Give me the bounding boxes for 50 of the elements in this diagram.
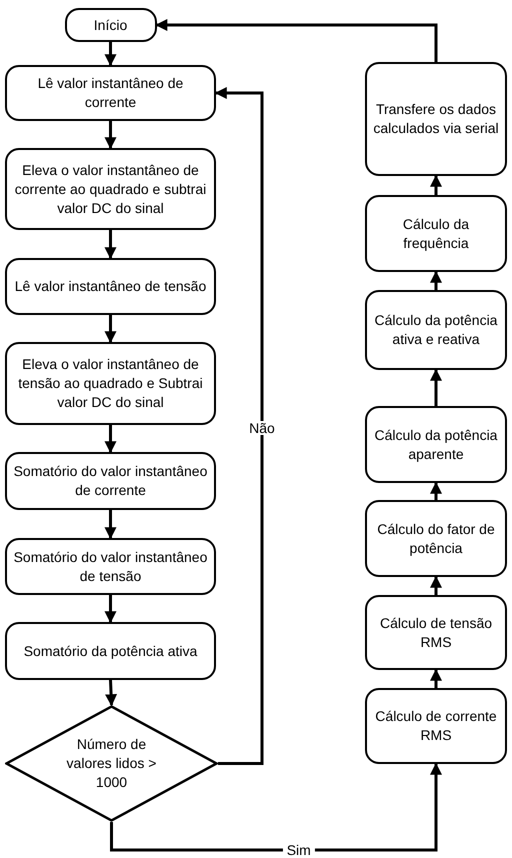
process-box — [5, 258, 216, 315]
arrow — [104, 42, 116, 66]
node-text: Somatório do valor instantâneo de corrente — [12, 462, 208, 500]
process-box — [5, 622, 216, 680]
node-text: Cálculo da frequência — [402, 214, 470, 252]
process-box — [365, 195, 507, 272]
process-box — [365, 406, 507, 483]
process-box — [5, 148, 216, 230]
arrow — [430, 482, 442, 500]
arrow — [105, 680, 118, 706]
node-text: Transfere os dados calculados via serial — [372, 100, 500, 138]
edge-label: Sim — [282, 843, 315, 857]
node-text: Lê valor instantâneo de corrente — [36, 74, 184, 112]
arrow — [104, 595, 116, 624]
process-box — [5, 452, 216, 510]
arrow — [430, 174, 442, 195]
node-text: Somatório do valor instantâneo de tensão — [12, 548, 208, 586]
node-text: Somatório da potência ativa — [24, 642, 198, 660]
process-box — [5, 342, 216, 425]
arrow — [110, 762, 442, 852]
arrow — [430, 576, 442, 595]
process-box — [365, 290, 507, 370]
node-text: Cálculo da potência aparente — [374, 426, 498, 464]
node-text: Eleva o valor instantâneo de corrente ao quadrado e subtrai valor DC do sinal — [14, 160, 208, 218]
process-box — [5, 65, 216, 121]
node-text: Cálculo do fator de potência — [376, 520, 496, 558]
arrow — [214, 87, 264, 765]
arrow — [430, 668, 442, 688]
node-text: Lê valor instantâneo de tensão — [14, 277, 206, 296]
process-box — [365, 500, 507, 577]
node-text: Número de valores lidos > 1000 — [66, 735, 158, 792]
arrow — [430, 270, 442, 290]
decision-diamond — [5, 705, 218, 822]
process-box — [5, 538, 216, 595]
arrow — [155, 19, 438, 62]
process-box — [365, 595, 507, 670]
arrow — [104, 230, 116, 260]
process-box — [365, 62, 507, 176]
node-text: Início — [94, 16, 128, 34]
arrow — [104, 510, 116, 540]
node-text: Cálculo de corrente RMS — [374, 707, 498, 745]
arrow — [104, 425, 116, 454]
arrow — [430, 368, 442, 406]
node-text: Cálculo de tensão RMS — [378, 614, 494, 652]
node-text: Cálculo da potência ativa e reativa — [374, 311, 498, 349]
arrow — [104, 121, 116, 150]
node-text: Eleva o valor instantâneo de tensão ao quadrado e Subtrai valor DC do sinal — [17, 355, 204, 412]
start-terminal — [64, 8, 156, 42]
process-box — [365, 688, 507, 764]
arrow — [104, 315, 116, 344]
